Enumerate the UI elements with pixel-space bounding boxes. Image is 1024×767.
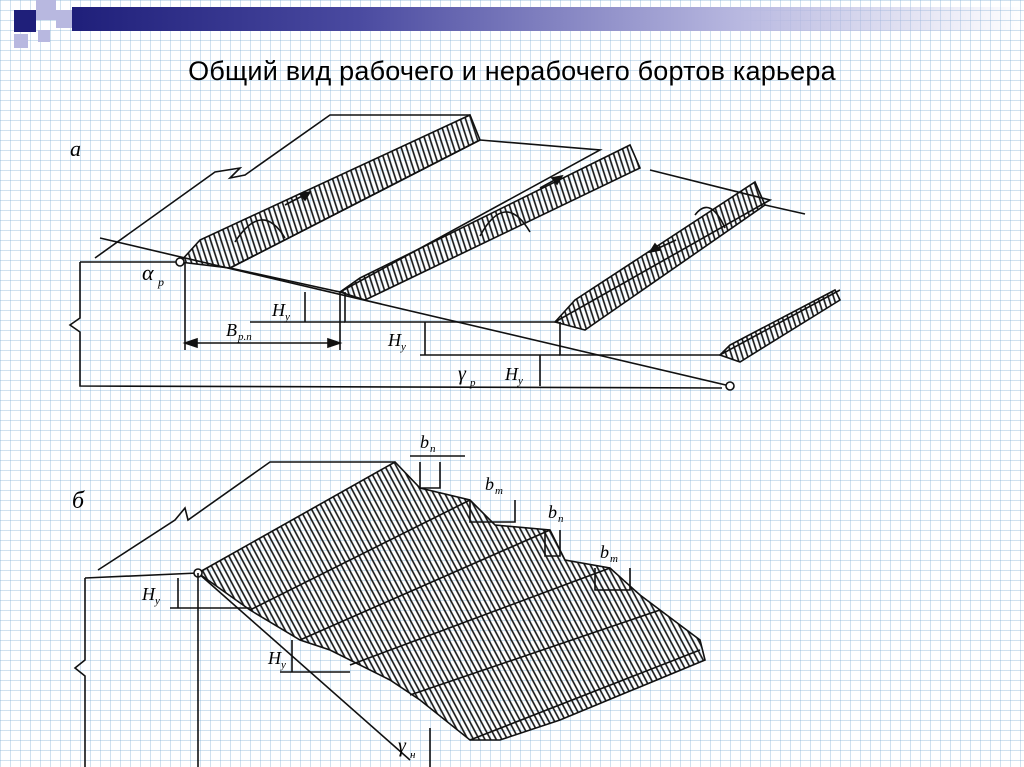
panel-label-b: б: [72, 488, 85, 514]
label-b-p-1: b: [420, 432, 429, 452]
berm-b-4: [409, 609, 661, 696]
bench-face-4: [718, 288, 842, 363]
slope-end-point-a: [725, 381, 735, 391]
label-b-t-2-sub: т: [610, 553, 618, 565]
corner-decoration: [0, 0, 80, 60]
label-alpha-p: α: [142, 260, 154, 285]
diagram-b: [73, 455, 706, 767]
bench-face-3: [553, 180, 766, 331]
label-h-u-3-sub: у: [517, 375, 523, 387]
label-gamma-p-sub: р: [469, 377, 476, 389]
label-b-rp: B: [226, 320, 237, 340]
diagram-a: [68, 113, 842, 391]
label-h-u-b-1: H: [141, 584, 156, 604]
label-b-t-1-sub: т: [495, 485, 503, 497]
deco-square: [14, 10, 36, 32]
label-alpha-p-sub: р: [157, 275, 164, 289]
panel-label-a: а: [70, 136, 81, 161]
ground-contour-b: [73, 578, 86, 767]
cut-arc-3: [694, 206, 726, 229]
label-h-u-1: H: [271, 300, 286, 320]
berm-mark-b-t-1: [469, 500, 516, 523]
label-b-p-2: b: [548, 502, 557, 522]
slope-line-a: [99, 237, 731, 387]
label-gamma-n: γ: [398, 735, 407, 757]
label-h-u-3: H: [504, 364, 519, 384]
slope-faces-b: [196, 460, 706, 741]
berm-1: [229, 139, 603, 293]
deco-square: [56, 10, 74, 28]
cut-arc-1: [234, 219, 286, 243]
berm-b-2: [299, 529, 551, 641]
diagram-a-labels: а α р B р.п H у H у H у γ р: [70, 136, 523, 389]
berm-mark-b-p-1: [419, 462, 441, 489]
label-gamma-n-sub: н: [410, 749, 416, 761]
label-h-u-b-1-sub: у: [154, 595, 160, 607]
label-b-rp-sub: р.п: [237, 331, 252, 343]
label-h-u-b-2: H: [267, 648, 282, 668]
top-back-edge-a: [94, 114, 470, 259]
label-b-t-2: b: [600, 542, 609, 562]
deco-square: [38, 30, 50, 42]
deco-square: [36, 0, 56, 20]
slope-line-b: [197, 572, 411, 761]
berm-b-1: [249, 499, 471, 611]
berm-mark-b-t-2: [594, 568, 631, 591]
berm-b-3: [349, 567, 611, 666]
label-b-p-1-sub: п: [430, 443, 436, 455]
label-b-t-1: b: [485, 474, 494, 494]
label-h-u-2-sub: у: [400, 341, 406, 353]
label-h-u-2: H: [387, 330, 402, 350]
diagram-b-labels: б b п b т b п b т H у H у γ н: [72, 432, 618, 761]
slope-point-a: [175, 257, 185, 267]
label-gamma-p: γ: [458, 363, 467, 385]
berm-mark-b-p-2: [544, 530, 561, 557]
header-gradient-bar: [72, 7, 1024, 31]
berm-b-5: [469, 649, 701, 741]
slide-title: Общий вид рабочего и нерабочего бортов к…: [188, 56, 836, 86]
label-h-u-b-2-sub: у: [280, 659, 286, 671]
cut-arc-2: [479, 211, 531, 237]
top-back-edge-b: [97, 461, 395, 571]
ground-contour-a: [68, 262, 723, 389]
bench-floor-1: [229, 139, 481, 269]
label-h-u-1-sub: у: [284, 311, 290, 323]
label-b-p-2-sub: п: [558, 513, 564, 525]
deco-square: [14, 34, 28, 48]
